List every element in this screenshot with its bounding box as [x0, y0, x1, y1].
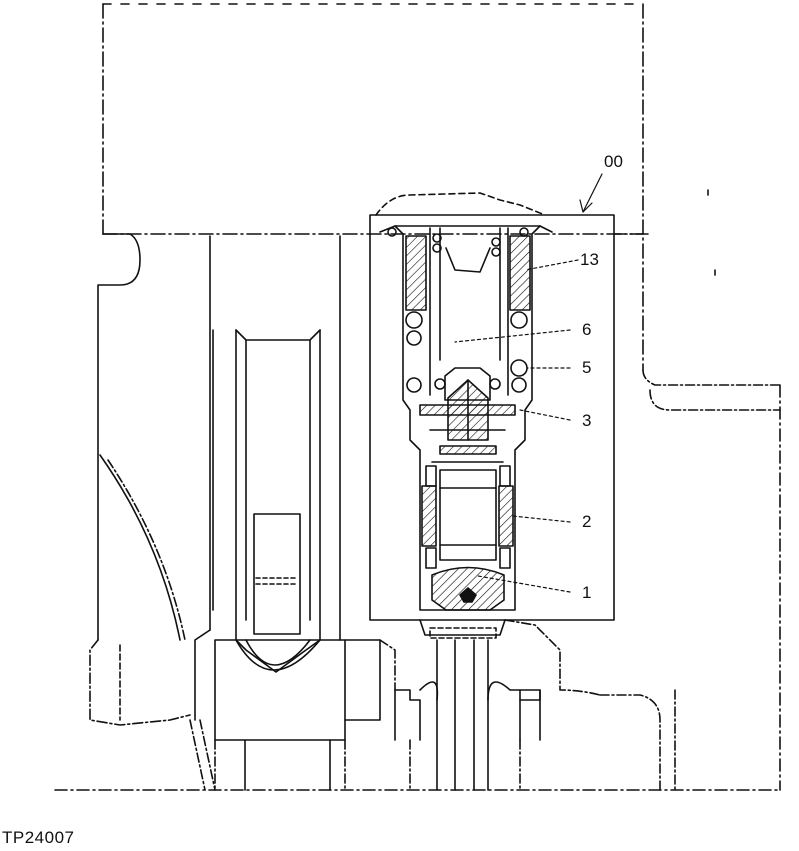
callout-2: 2	[582, 512, 591, 531]
cartridge-box	[369, 192, 651, 621]
sleeve-hatching	[405, 235, 531, 547]
callout-6: 6	[582, 320, 591, 339]
springs-and-balls	[387, 227, 529, 393]
callout-00: 00	[604, 152, 623, 171]
lower-port	[379, 619, 661, 791]
callout-1: 1	[582, 583, 591, 602]
left-body	[89, 233, 216, 791]
roller-body	[425, 465, 511, 569]
callout-3: 3	[582, 411, 591, 430]
left-spool	[119, 235, 381, 791]
leader-lines	[454, 173, 603, 593]
callout-5: 5	[582, 358, 591, 377]
callout-13: 13	[580, 250, 599, 269]
figure-id: TP24007	[2, 828, 75, 847]
upper-housing	[102, 3, 644, 371]
bottom-poppet	[431, 566, 505, 611]
right-body	[642, 189, 781, 791]
plunger-top	[419, 247, 516, 463]
callout-labels: 00 13 6 5 3 2 1	[580, 152, 623, 602]
